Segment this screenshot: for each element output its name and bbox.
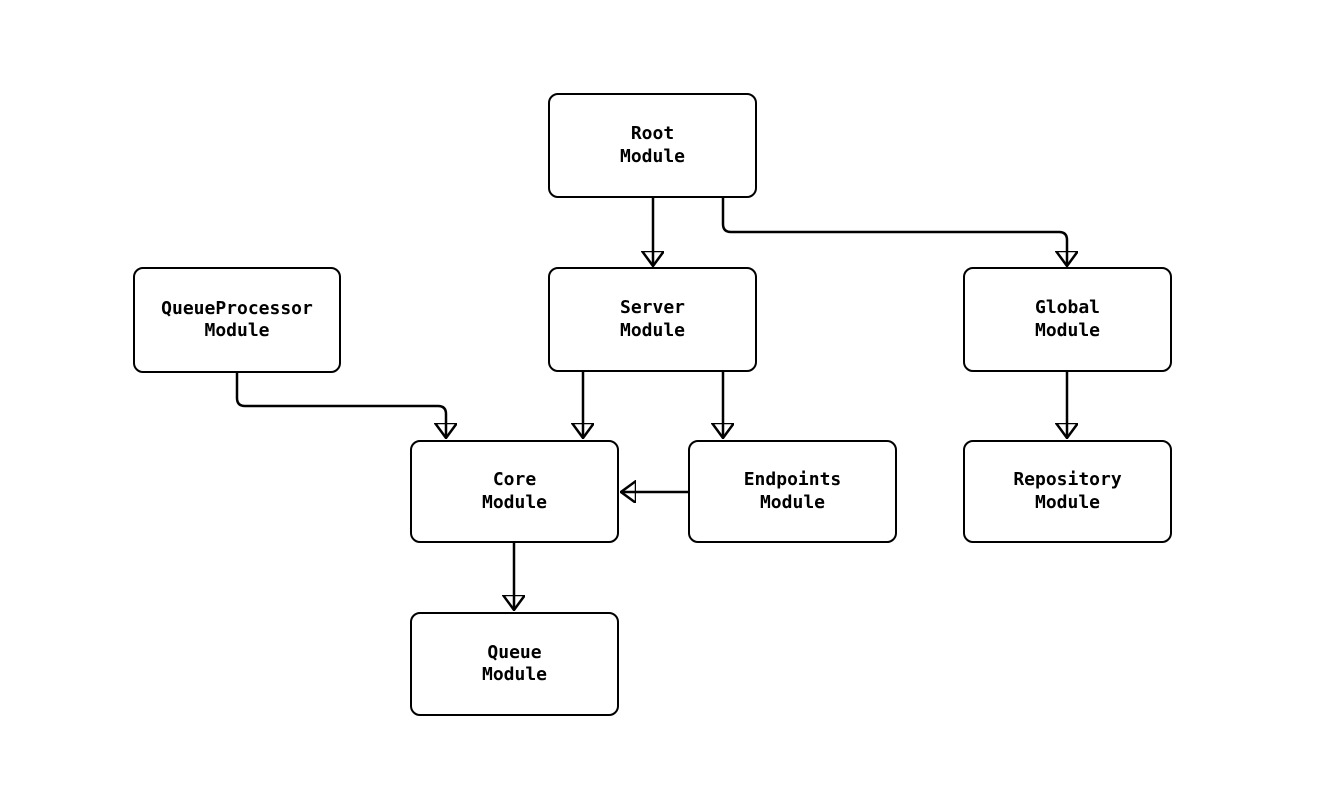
node-queueprocessor-module-label: QueueProcessor Module <box>161 297 313 342</box>
node-endpoints-module-label: Endpoints Module <box>743 469 842 513</box>
node-endpoints-module: Endpoints Module <box>688 440 897 543</box>
node-queue-module: Queue Module <box>410 612 619 716</box>
edge-queueprocessor-core <box>235 373 446 438</box>
node-repository-module-label: Repository Module <box>1013 469 1122 513</box>
node-root-module: Root Module <box>548 93 757 198</box>
node-queueprocessor-module: QueueProcessor Module <box>133 267 341 373</box>
node-queue-module-label: Queue Module <box>481 641 548 686</box>
node-global-module-label: Global Module <box>1034 297 1101 341</box>
edge-root-global <box>721 198 1067 266</box>
node-core-module: Core Module <box>410 440 619 543</box>
node-repository-module: Repository Module <box>963 440 1172 543</box>
node-core-module-label: Core Module <box>481 469 548 513</box>
node-root-module-label: Root Module <box>619 123 686 167</box>
node-server-module: Server Module <box>548 267 757 372</box>
node-global-module: Global Module <box>963 267 1172 372</box>
node-server-module-label: Server Module <box>619 297 686 341</box>
